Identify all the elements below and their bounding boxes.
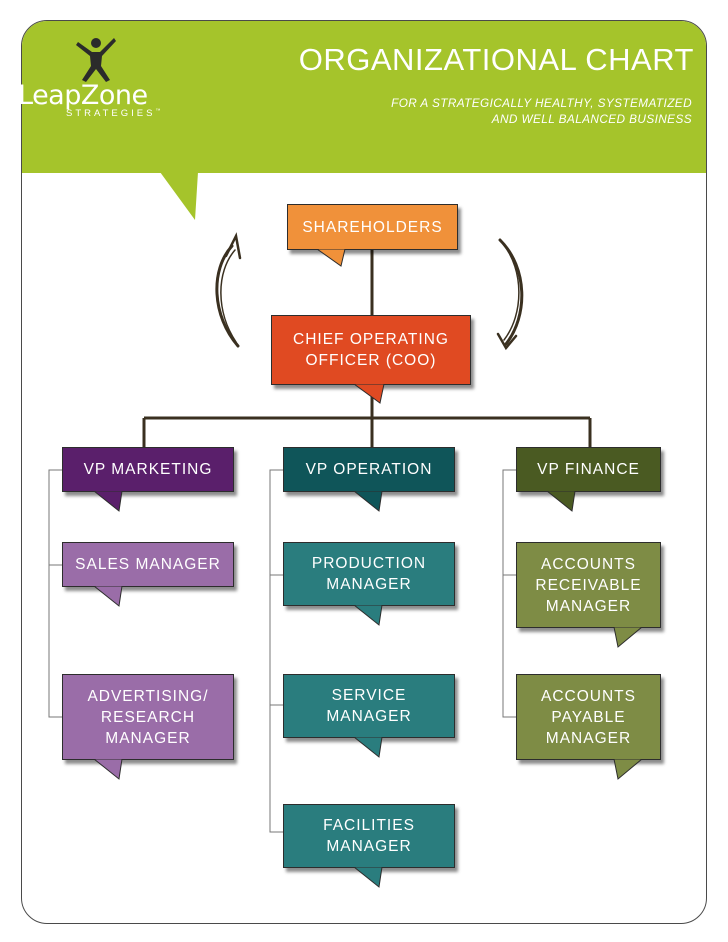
- cycle-arrow-left-icon: [215, 232, 242, 348]
- speech-tail: [93, 586, 123, 607]
- node-vp-marketing: VP MARKETING: [62, 447, 234, 492]
- speech-tail: [353, 491, 383, 512]
- speech-tail: [613, 627, 643, 648]
- speech-tail: [93, 491, 123, 512]
- cycle-arrow-right-icon: [496, 238, 524, 351]
- node-vp-finance: VP FINANCE: [516, 447, 661, 492]
- speech-tail: [353, 605, 383, 626]
- speech-tail: [353, 867, 383, 888]
- leaping-figure-icon: [76, 38, 116, 82]
- node-label: SHAREHOLDERS: [302, 218, 443, 236]
- speech-tail: [353, 737, 383, 758]
- node-shareholders: SHAREHOLDERS: [287, 204, 458, 250]
- speech-tail: [353, 384, 385, 404]
- header-banner: [22, 21, 706, 173]
- speech-tail: [546, 491, 576, 512]
- page-title: ORGANIZATIONAL CHART: [298, 42, 694, 77]
- speech-tail: [613, 759, 643, 780]
- logo-subtitle: STRATEGIES™: [66, 108, 161, 120]
- speech-tail: [316, 249, 346, 267]
- node-vp-operation: VP OPERATION: [283, 447, 455, 492]
- node-sales-manager: SALES MANAGER: [62, 542, 234, 587]
- logo-name: LeapZone: [18, 80, 148, 111]
- page-subtitle: FOR A STRATEGICALLY HEALTHY, SYSTEMATIZE…: [391, 96, 692, 126]
- speech-tail: [93, 759, 123, 780]
